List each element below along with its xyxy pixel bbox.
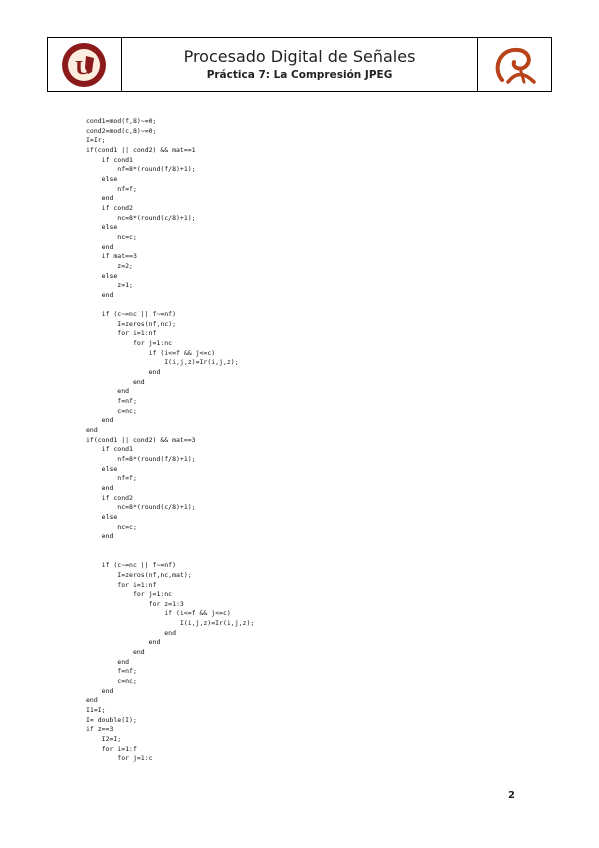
header-title-box: Procesado Digital de Señales Práctica 7:… (122, 38, 477, 91)
document-title: Procesado Digital de Señales (183, 47, 416, 66)
university-seal-icon: U (62, 43, 106, 87)
document-subtitle: Práctica 7: La Compresión JPEG (206, 69, 393, 81)
matlab-code-listing: cond1=mod(f,8)~=0; cond2=mod(c,8)~=0; I=… (86, 117, 255, 763)
department-emblem-icon (495, 47, 536, 84)
department-logo (477, 38, 551, 91)
university-logo: U (48, 38, 122, 91)
page-number: 2 (508, 790, 515, 801)
page-header: U Procesado Digital de Señales Práctica … (47, 37, 552, 92)
